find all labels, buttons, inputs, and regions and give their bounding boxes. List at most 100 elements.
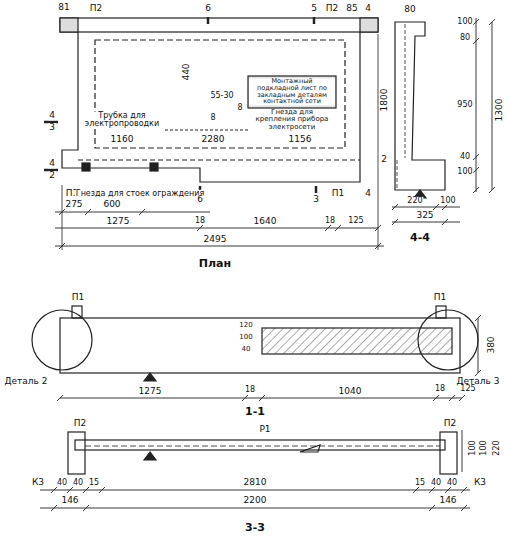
dimension: 40 bbox=[459, 153, 471, 161]
socket bbox=[150, 163, 158, 171]
dimension: 100 bbox=[480, 439, 488, 456]
dimension: 1640 bbox=[253, 217, 278, 226]
dimension: 146 bbox=[438, 496, 457, 505]
post bbox=[440, 432, 457, 474]
dimension: 380 bbox=[487, 335, 496, 354]
section-mark: 4 bbox=[364, 4, 372, 13]
support-mark bbox=[144, 373, 156, 381]
dimension: 325 bbox=[415, 211, 434, 220]
extension-line bbox=[62, 185, 63, 250]
dimension: 220 bbox=[493, 439, 501, 456]
dimension: 2810 bbox=[243, 478, 268, 487]
part-mark: К3 bbox=[31, 478, 45, 487]
dimension: 18 bbox=[244, 386, 256, 394]
dimension: 80 bbox=[459, 34, 471, 42]
dimension: 18 bbox=[434, 385, 446, 393]
section-mark: 2 bbox=[48, 171, 56, 180]
view-title: 4-4 bbox=[409, 232, 431, 244]
dimension: 125 bbox=[347, 217, 364, 225]
note: Монтажный подкладной лист по закладным д… bbox=[249, 78, 335, 105]
support-mark bbox=[144, 452, 156, 460]
note: Гнезда для крепления прибора электросети bbox=[250, 109, 334, 131]
section-mark: 6 bbox=[204, 4, 212, 13]
post bbox=[68, 432, 85, 474]
dimension: 85 bbox=[345, 4, 358, 13]
dimension: 1160 bbox=[110, 135, 135, 144]
dimension: 1800 bbox=[380, 88, 389, 113]
section-mark: 4 bbox=[48, 111, 56, 120]
note: Деталь 2 bbox=[4, 377, 49, 386]
dimension: 1275 bbox=[106, 217, 131, 226]
dimension: 100 bbox=[456, 18, 473, 26]
detail-circle bbox=[418, 310, 478, 370]
note: Трубка для электропроводки bbox=[81, 112, 163, 129]
dimension: 80 bbox=[403, 5, 416, 14]
dimension: 40 bbox=[241, 346, 252, 353]
section-mark: 2 bbox=[380, 155, 388, 164]
dimension: 100 bbox=[456, 168, 473, 176]
dimension-lines bbox=[55, 209, 384, 249]
section-outline bbox=[60, 318, 460, 373]
dimension: 1275 bbox=[138, 387, 163, 396]
top-beam bbox=[60, 18, 378, 32]
dimension: 18 bbox=[194, 217, 206, 225]
embedded-plate bbox=[360, 18, 378, 32]
dimension: 1300 bbox=[495, 98, 504, 123]
slope-mark bbox=[300, 445, 320, 452]
view-title: 3-3 bbox=[244, 522, 266, 534]
part-mark: К3 bbox=[473, 478, 487, 487]
section-mark: 4 bbox=[48, 159, 56, 168]
detail-circle bbox=[32, 310, 92, 370]
top-plate bbox=[75, 440, 445, 450]
section-mark: 4 bbox=[364, 189, 372, 198]
part-mark: П2 bbox=[89, 4, 104, 13]
dimension: 100 bbox=[238, 334, 253, 341]
section-mark: 3 bbox=[312, 195, 320, 204]
dimension: 8 bbox=[236, 104, 243, 112]
view-title: 1-1 bbox=[244, 406, 266, 418]
dimension: 120 bbox=[238, 322, 253, 329]
dimension: 275 bbox=[64, 200, 83, 209]
part-mark: П2 bbox=[443, 419, 458, 428]
dimension: 125 bbox=[459, 385, 476, 393]
dimension: 220 bbox=[406, 197, 423, 205]
dimension: 440 bbox=[182, 62, 191, 81]
plate-mark bbox=[248, 76, 336, 108]
dimension: 8 bbox=[209, 114, 216, 122]
part-mark: Р1 bbox=[258, 425, 271, 434]
section-outline bbox=[395, 22, 445, 190]
dimension: 100 bbox=[439, 197, 456, 205]
dimension: 146 bbox=[60, 496, 79, 505]
dimension: 40 bbox=[430, 479, 442, 487]
dimension: 18 bbox=[324, 217, 336, 225]
part-mark: П1 bbox=[331, 189, 346, 198]
embedded-plate bbox=[60, 18, 78, 32]
section-mark: 5 bbox=[310, 4, 318, 13]
hidden-outline bbox=[95, 40, 345, 148]
dimension: 40 bbox=[56, 479, 68, 487]
part-mark: П2 bbox=[73, 419, 88, 428]
dimension: 2280 bbox=[201, 135, 226, 144]
slot bbox=[262, 328, 452, 354]
rebar bbox=[397, 24, 405, 188]
extension-line bbox=[378, 34, 379, 250]
dimension-lines bbox=[40, 430, 470, 511]
hidden-line bbox=[78, 159, 360, 160]
dimension: 1156 bbox=[288, 135, 313, 144]
dimension: 40 bbox=[72, 479, 84, 487]
dimension: 1040 bbox=[338, 387, 363, 396]
dimension: 2495 bbox=[203, 235, 228, 244]
part-mark: П2 bbox=[325, 4, 340, 13]
part-mark: П1 bbox=[433, 293, 448, 302]
dimension: 100 bbox=[469, 439, 477, 456]
panel-outline bbox=[62, 32, 360, 182]
dimension: 40 bbox=[446, 479, 458, 487]
note: Гнезда для стоек ограждения bbox=[75, 190, 206, 198]
note: 55-30 bbox=[209, 92, 234, 100]
dimension-lines bbox=[57, 315, 481, 401]
dimension: 15 bbox=[88, 479, 100, 487]
view-title: План bbox=[198, 258, 232, 270]
dimension: 950 bbox=[456, 101, 473, 109]
part-mark: П1 bbox=[71, 293, 86, 302]
dimension: 81 bbox=[57, 3, 70, 12]
